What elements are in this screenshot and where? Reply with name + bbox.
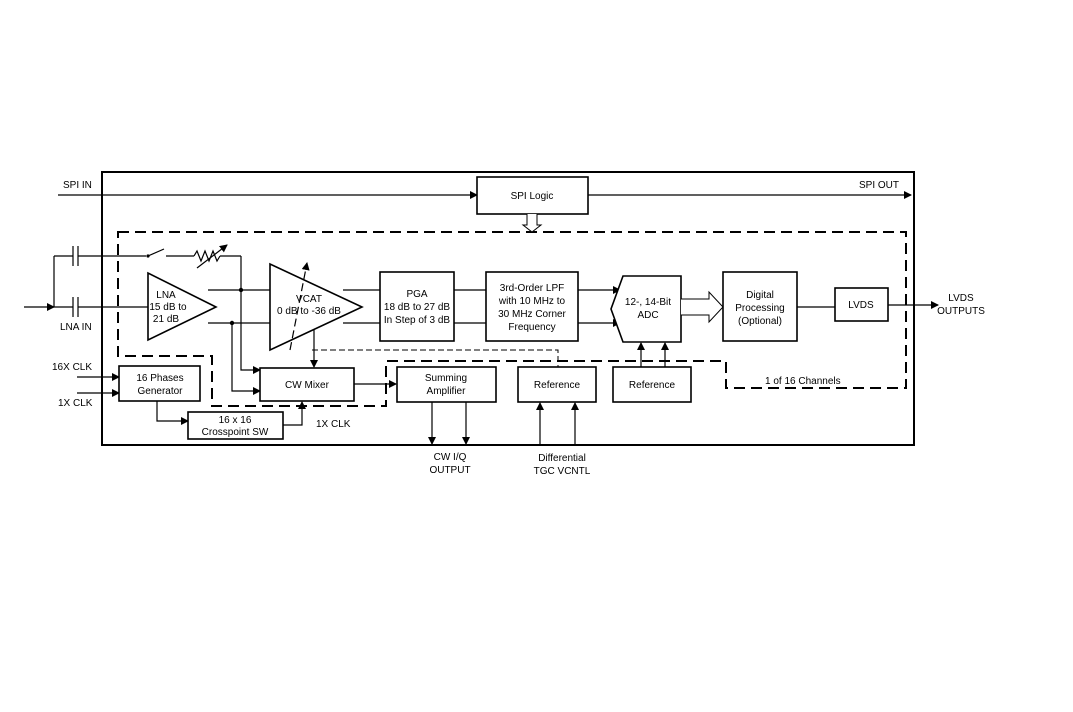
pga-label-2: 18 dB to 27 dB	[384, 302, 450, 313]
adc-label-1: 12-, 14-Bit	[625, 297, 671, 308]
phases-label-2: Generator	[137, 386, 183, 397]
summing-label-2: Amplifier	[427, 386, 467, 397]
phase-generator-block	[118, 365, 201, 402]
spi-out-label: SPI OUT	[859, 180, 899, 191]
reference-block-1	[517, 366, 597, 403]
lpf-label-2: with 10 MHz to	[498, 296, 566, 307]
lna-amplifier	[147, 271, 218, 342]
reference-2-label: Reference	[629, 380, 676, 391]
lna-label-3: 21 dB	[153, 314, 179, 325]
vcat-control-line	[312, 349, 559, 368]
spi-in-label: SPI IN	[63, 180, 92, 191]
adc-data-bus-arrow	[681, 290, 724, 324]
lna-label-2: 15 dB to	[149, 302, 187, 313]
lvds-outputs-label-2: OUTPUTS	[937, 306, 985, 317]
clk1x-label: 1X CLK	[58, 398, 93, 409]
phases-label-1: 16 Phases	[136, 373, 183, 384]
lna-label-1: LNA	[156, 290, 176, 301]
lpf-label-3: 30 MHz Corner	[498, 309, 566, 320]
cw-output-label-1: CW I/Q	[434, 452, 467, 463]
pga-block	[379, 271, 455, 342]
vcat-label-1: VCAT	[296, 294, 322, 305]
dsp-label-3: (Optional)	[738, 316, 782, 327]
pga-label-3: In Step of 3 dB	[384, 315, 450, 326]
channel-boundary	[117, 231, 907, 407]
tgc-label-2: TGC VCNTL	[534, 466, 591, 477]
chip-boundary	[101, 171, 915, 446]
crosspoint-label-1: 16 x 16	[219, 415, 252, 426]
adc-label-2: ADC	[637, 310, 658, 321]
cw-output-label-2: OUTPUT	[429, 465, 470, 476]
switch-icon	[147, 248, 165, 257]
lpf-block	[485, 271, 579, 342]
lvds-outputs-label-1: LVDS	[948, 293, 974, 304]
tgc-label-1: Differential	[538, 453, 586, 464]
channels-label: 1 of 16 Channels	[765, 376, 841, 387]
pga-label-1: PGA	[406, 289, 427, 300]
spi-logic-block	[476, 176, 589, 215]
cw-mixer-block	[259, 367, 355, 402]
clk1x-sw-label: 1X CLK	[316, 419, 351, 430]
dsp-label-1: Digital	[746, 290, 774, 301]
summing-amplifier-block	[396, 366, 497, 403]
spi-logic-label: SPI Logic	[511, 191, 554, 202]
lvds-label: LVDS	[848, 300, 874, 311]
reference-1-label: Reference	[534, 380, 581, 391]
dsp-label-2: Processing	[735, 303, 784, 314]
lpf-label-1: 3rd-Order LPF	[500, 283, 564, 294]
adc-block	[610, 275, 682, 343]
cw-mixer-label: CW Mixer	[285, 380, 330, 391]
vcat-label-2: 0 dB to -36 dB	[277, 306, 341, 317]
spi-control-arrow	[521, 214, 543, 233]
lna-in-label: LNA IN	[60, 322, 92, 333]
variable-resistor-icon	[193, 249, 221, 263]
summing-label-1: Summing	[425, 373, 467, 384]
lpf-label-4: Frequency	[508, 322, 555, 333]
reference-block-2	[612, 366, 692, 403]
clk16x-label: 16X CLK	[52, 362, 92, 373]
vcat-amplifier	[269, 262, 364, 352]
crosspoint-switch-block	[187, 411, 284, 440]
crosspoint-label-2: Crosspoint SW	[202, 427, 269, 438]
